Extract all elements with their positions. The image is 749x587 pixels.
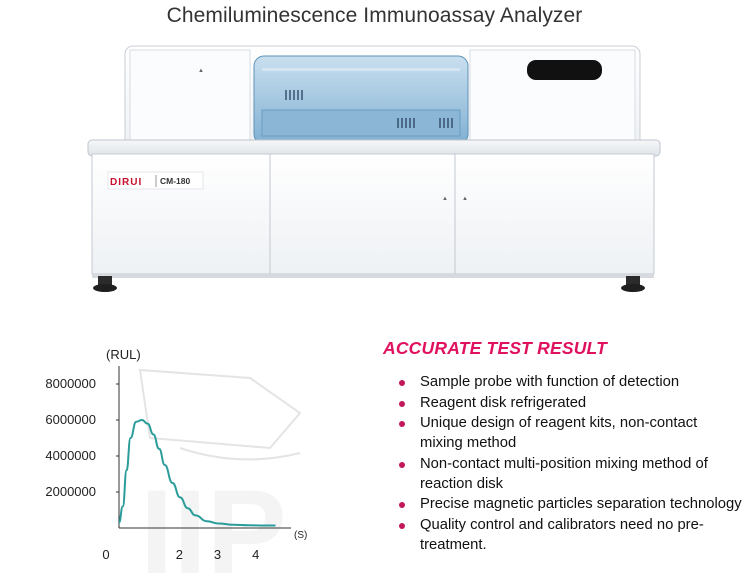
bullet-icon bbox=[399, 461, 405, 468]
feature-text: Sample probe with function of detection bbox=[420, 374, 680, 390]
list-item: Quality control and calibrators need no … bbox=[383, 515, 743, 555]
list-item: Non-contact multi-position mixing method… bbox=[383, 454, 743, 494]
x-axis-label: (S) bbox=[294, 530, 307, 541]
x-tick-label: 0 bbox=[102, 547, 109, 562]
bullet-icon bbox=[399, 400, 405, 407]
series-line bbox=[118, 418, 276, 527]
features-panel: ACCURATE TEST RESULT Sample probe with f… bbox=[383, 338, 743, 555]
brand-logo: DIRUI bbox=[110, 177, 142, 188]
bullet-icon bbox=[399, 421, 405, 427]
list-item: Precise magnetic particles separation te… bbox=[383, 494, 743, 514]
x-tick-label: 4 bbox=[252, 547, 259, 562]
list-item: Reagent disk refrigerated bbox=[383, 393, 743, 413]
y-tick-label: 6000000 bbox=[45, 412, 96, 427]
y-tick-label: 8000000 bbox=[45, 376, 96, 391]
feature-text: Non-contact multi-position mixing method… bbox=[420, 455, 708, 492]
features-list: Sample probe with function of detection … bbox=[383, 372, 743, 555]
model-label: CM-180 bbox=[160, 176, 191, 186]
svg-text:▲: ▲ bbox=[462, 196, 468, 202]
feature-text: Precise magnetic particles separation te… bbox=[420, 496, 742, 512]
bullet-icon bbox=[399, 502, 405, 508]
svg-text:▲: ▲ bbox=[198, 68, 204, 74]
feature-text: Unique design of reagent kits, non-conta… bbox=[420, 415, 698, 451]
feature-text: Reagent disk refrigerated bbox=[420, 394, 587, 411]
page-title: Chemiluminescence Immunoassay Analyzer bbox=[166, 4, 583, 27]
list-item: Sample probe with function of detection bbox=[383, 372, 743, 392]
features-heading: ACCURATE TEST RESULT bbox=[383, 338, 608, 358]
feature-text: Quality control and calibrators need no … bbox=[420, 516, 704, 553]
x-tick-label: 3 bbox=[214, 547, 221, 562]
list-item: Unique design of reagent kits, non-conta… bbox=[383, 413, 743, 453]
y-axis-label: (RUL) bbox=[106, 347, 141, 362]
bullet-icon bbox=[399, 522, 405, 529]
svg-text:▲: ▲ bbox=[442, 196, 448, 202]
y-tick-label: 2000000 bbox=[45, 484, 96, 499]
analyzer-image: ▲ ▲ ▲ DIRUI CM-180 bbox=[87, 45, 661, 292]
x-tick-label: 2 bbox=[176, 547, 183, 562]
bullet-icon bbox=[399, 380, 405, 386]
y-tick-label: 4000000 bbox=[45, 448, 96, 463]
